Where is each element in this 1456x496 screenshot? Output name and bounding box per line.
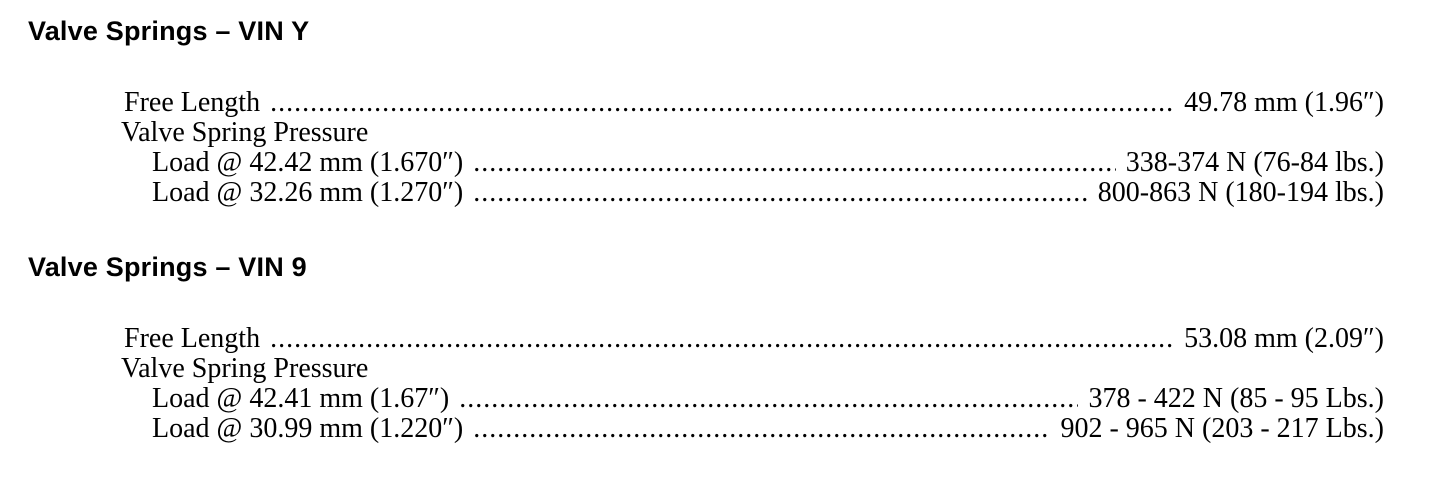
spec-row-load-1-vin-9: Load @ 42.41 mm (1.67″) 378 - 422 N (85 … — [152, 384, 1384, 414]
spec-label: Load @ 30.99 mm (1.220″) — [152, 413, 464, 444]
spec-value: 53.08 mm (2.09″) — [1184, 323, 1384, 354]
dot-leader — [270, 324, 1174, 354]
pressure-heading-vin-y: Valve Spring Pressure — [121, 117, 369, 148]
spec-row-load-1-vin-y: Load @ 42.42 mm (1.670″) 338-374 N (76-8… — [152, 148, 1384, 178]
dot-leader — [270, 88, 1174, 118]
spec-value: 338-374 N (76-84 lbs.) — [1125, 147, 1384, 178]
spec-value: 902 - 965 N (203 - 217 Lbs.) — [1060, 413, 1384, 444]
dot-leader — [459, 384, 1078, 414]
spec-row-load-2-vin-y: Load @ 32.26 mm (1.270″) 800-863 N (180-… — [152, 178, 1384, 208]
dot-leader — [473, 178, 1088, 208]
spec-label: Load @ 42.42 mm (1.670″) — [152, 147, 464, 178]
section-title-vin-9: Valve Springs – VIN 9 — [28, 252, 307, 282]
spec-label: Load @ 32.26 mm (1.270″) — [152, 177, 464, 208]
spec-label: Free Length — [124, 323, 261, 354]
pressure-heading-vin-9: Valve Spring Pressure — [121, 353, 369, 384]
spec-value: 378 - 422 N (85 - 95 Lbs.) — [1088, 383, 1384, 414]
section-title-vin-y: Valve Springs – VIN Y — [28, 16, 310, 46]
spec-row-load-2-vin-9: Load @ 30.99 mm (1.220″) 902 - 965 N (20… — [152, 414, 1384, 444]
spec-label: Load @ 42.41 mm (1.67″) — [152, 383, 450, 414]
spec-row-free-length-vin-y: Free Length 49.78 mm (1.96″) — [124, 88, 1384, 118]
spec-row-free-length-vin-9: Free Length 53.08 mm (2.09″) — [124, 324, 1384, 354]
dot-leader — [473, 414, 1050, 444]
spec-label: Free Length — [124, 87, 261, 118]
spec-value: 800-863 N (180-194 lbs.) — [1097, 177, 1384, 208]
spec-value: 49.78 mm (1.96″) — [1184, 87, 1384, 118]
dot-leader — [473, 148, 1116, 178]
